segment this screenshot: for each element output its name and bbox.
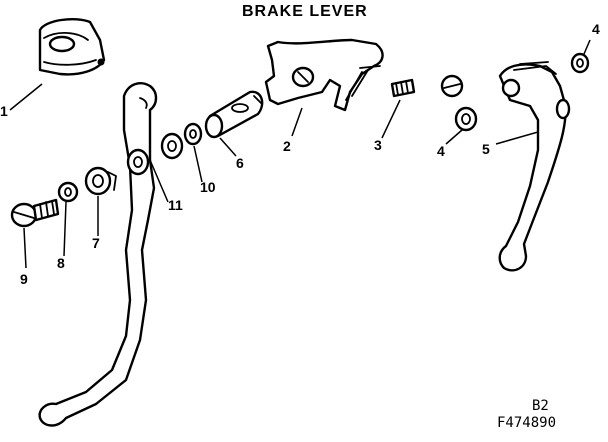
callout-10: 10 <box>200 179 216 195</box>
page-code: B2 <box>532 398 549 414</box>
part-2-housing <box>264 38 384 112</box>
part-5-brake-lever <box>498 61 571 272</box>
figure-code: F474890 <box>497 415 556 431</box>
main-lever <box>38 82 158 427</box>
callout-6: 6 <box>236 155 244 171</box>
callout-4-lower: 4 <box>437 143 445 159</box>
part-8-washer <box>57 181 79 203</box>
part-10-washer <box>183 122 203 146</box>
callout-3: 3 <box>374 137 382 153</box>
part-1-clamp <box>38 18 106 76</box>
part-6-pivot-pin <box>204 90 264 139</box>
diagram-title: BRAKE LEVER <box>242 3 368 20</box>
callout-2: 2 <box>283 138 291 154</box>
callout-11: 11 <box>168 197 183 213</box>
part-4-washer-upper <box>570 52 590 74</box>
part-3-adjuster-screw <box>390 74 464 98</box>
part-9-screw <box>10 198 60 228</box>
leader-lines <box>9 39 591 269</box>
callout-8: 8 <box>57 255 65 271</box>
callout-7: 7 <box>92 235 100 251</box>
callout-1: 1 <box>0 103 8 119</box>
part-7-bushing <box>84 166 117 196</box>
callout-9: 9 <box>20 271 28 287</box>
part-11-spacer <box>160 132 184 160</box>
part-4-washer-lower <box>454 106 478 132</box>
callout-5: 5 <box>482 141 490 157</box>
callout-4-upper: 4 <box>592 21 600 37</box>
